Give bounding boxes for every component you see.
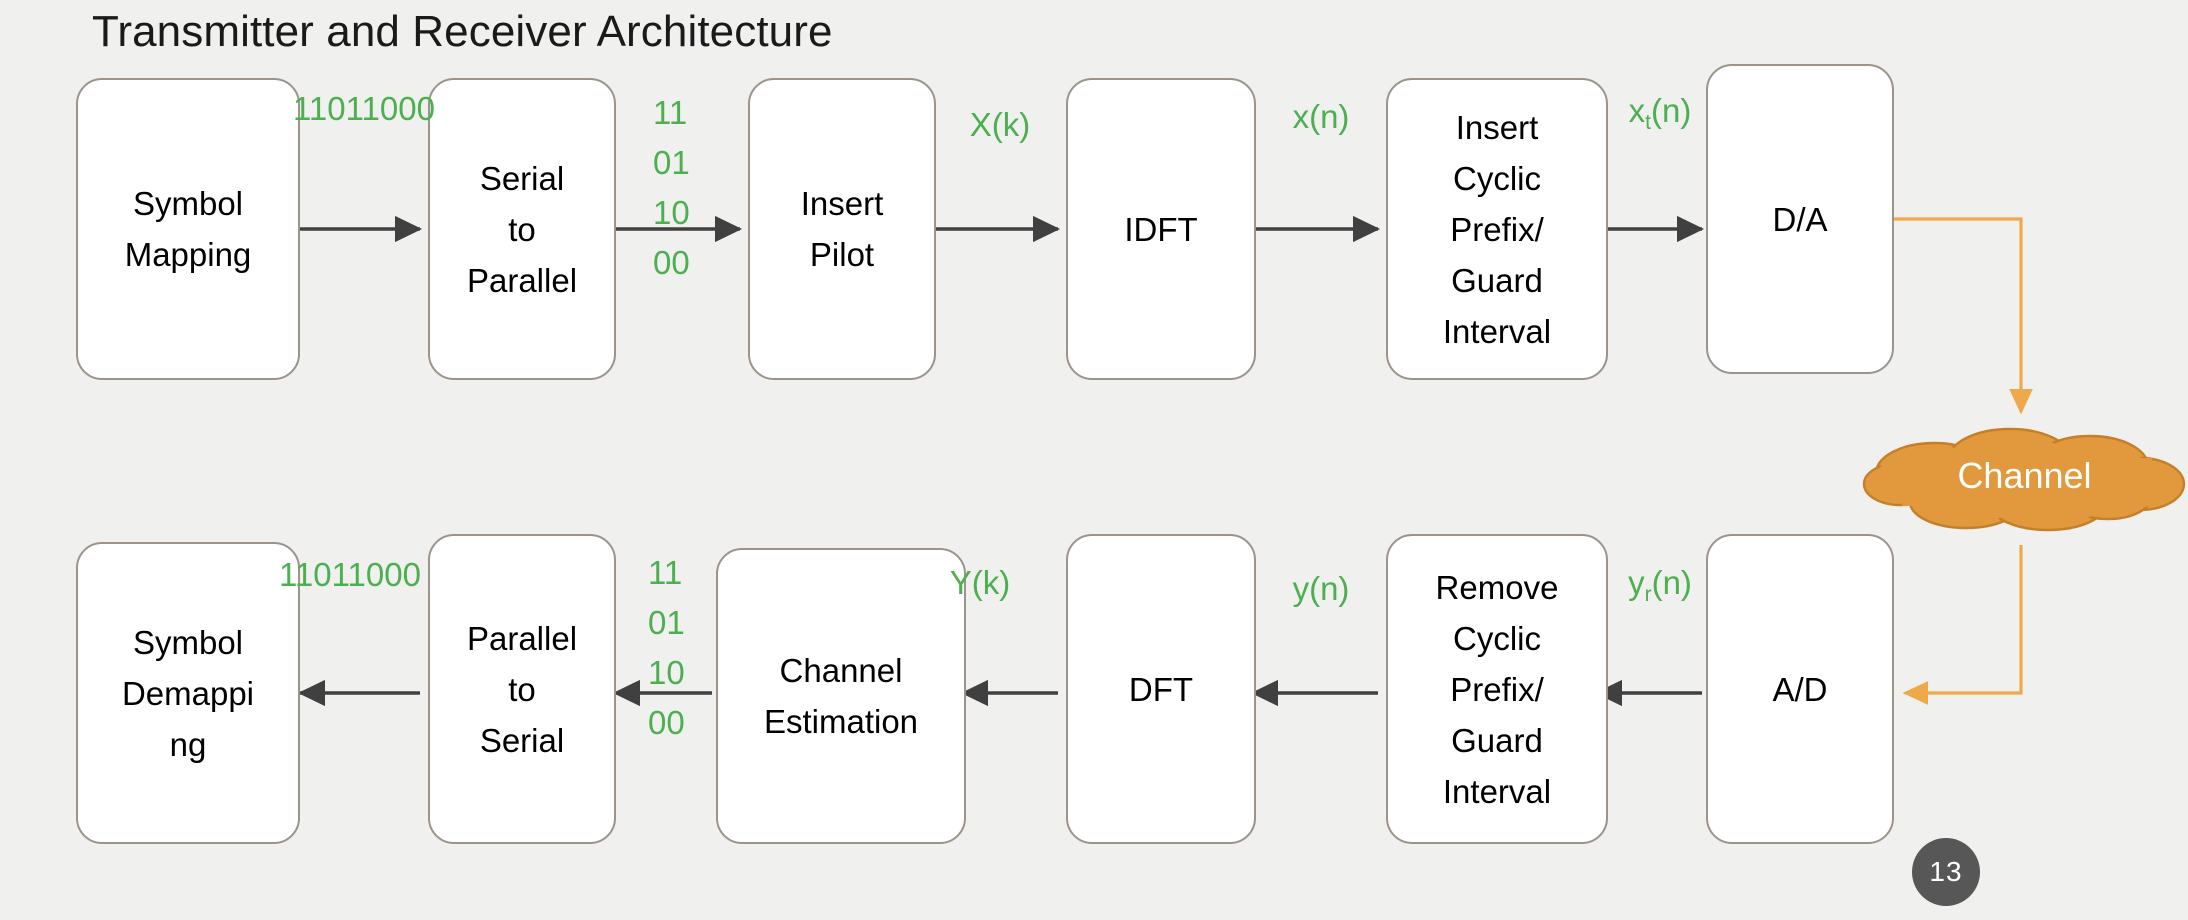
node-symbol-mapping[interactable]: Symbol Mapping [76,78,300,380]
signal-rx-yr-n: yr(n) [1612,564,1708,607]
signal-tx-xn: x(n) [1292,98,1350,135]
node-symbol-demapping[interactable]: Symbol Demappi ng [76,542,300,844]
signal-rx-yn: y(n) [1292,570,1350,607]
signal-tx-xt-tail: (n) [1651,92,1692,129]
signal-tx-parallel-bits: 11 01 10 00 [653,94,690,281]
page-title: Transmitter and Receiver Architecture [92,7,833,56]
signal-tx-xt-n: xt(n) [1612,92,1708,135]
signal-rx-yr-tail: (n) [1651,564,1692,601]
node-insert-cyclic-prefix[interactable]: Insert Cyclic Prefix/ Guard Interval [1386,78,1608,380]
node-parallel-to-serial[interactable]: Parallel to Serial [428,534,616,844]
channel-cloud-icon [1862,427,2186,532]
node-insert-pilot[interactable]: Insert Pilot [748,78,936,380]
signal-tx-xt-sub: t [1645,111,1651,134]
signal-tx-xk: X(k) [969,106,1031,143]
signal-rx-parallel-bits: 11 01 10 00 [648,554,685,741]
node-serial-to-parallel[interactable]: Serial to Parallel [428,78,616,380]
signal-rx-yr-sub: r [1644,583,1652,606]
node-digital-to-analog[interactable]: D/A [1706,64,1894,374]
node-channel-estimation[interactable]: Channel Estimation [716,548,966,844]
signal-rx-yk: Y(k) [949,564,1011,601]
node-dft[interactable]: DFT [1066,534,1256,844]
page-number-badge: 13 [1912,838,1980,906]
signal-rx-bitstream: 11011000 [279,556,421,593]
node-idft[interactable]: IDFT [1066,78,1256,380]
signal-tx-bitstream: 11011000 [293,90,435,127]
node-analog-to-digital[interactable]: A/D [1706,534,1894,844]
signal-rx-yr-base: y [1628,564,1645,601]
node-remove-cyclic-prefix[interactable]: Remove Cyclic Prefix/ Guard Interval [1386,534,1608,844]
signal-tx-xt-base: x [1628,92,1646,129]
